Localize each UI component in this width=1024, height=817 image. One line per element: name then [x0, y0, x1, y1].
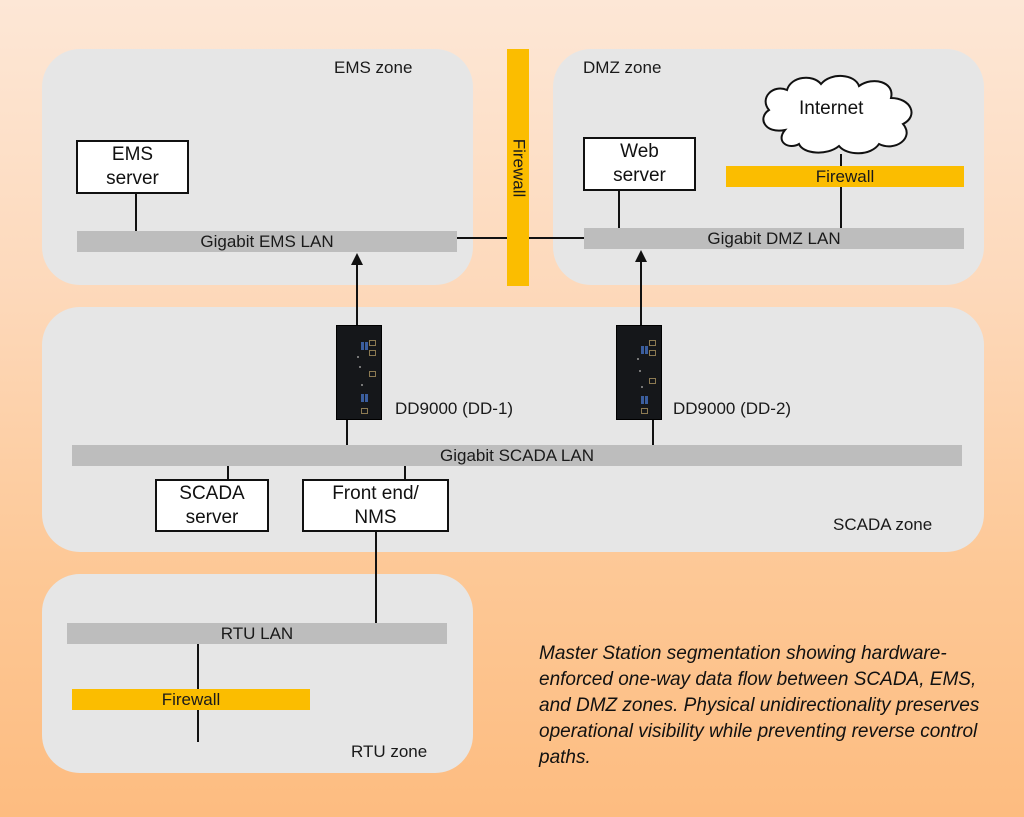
dd2-label: DD9000 (DD-2): [673, 399, 792, 418]
dd2-device-icon: [616, 325, 662, 420]
dd1-label: DD9000 (DD-1): [395, 399, 514, 418]
firewall-rtu: Firewall: [72, 689, 310, 710]
dd2-up-link: [640, 261, 642, 325]
arrow-up-icon: [635, 250, 647, 262]
rtu-firewall-link-bottom: [197, 710, 199, 742]
front-end-nms: Front end/ NMS: [302, 479, 449, 532]
firewall-dmz-internet: Firewall: [726, 166, 964, 187]
dmz-zone-label: DMZ zone: [583, 58, 662, 77]
firewall-dmz-internet-label: Firewall: [815, 166, 875, 186]
dd1-up-link: [356, 264, 358, 325]
dd2-scada-link: [652, 420, 654, 445]
internet-cloud-icon: [762, 75, 913, 155]
ems-server: EMS server: [76, 140, 189, 194]
rtu-zone-label: RTU zone: [351, 742, 428, 761]
front-end-rtu-link: [375, 532, 377, 623]
arrow-up-icon: [351, 253, 363, 265]
internet-label: Internet: [799, 98, 864, 119]
scada-zone-label: SCADA zone: [833, 515, 933, 534]
web-server: Web server: [583, 137, 696, 191]
ems-lan: Gigabit EMS LAN: [77, 231, 457, 252]
front-end-link: [404, 466, 406, 479]
ems-server-link: [135, 194, 137, 231]
rtu-lan: RTU LAN: [67, 623, 447, 644]
ems-zone-label: EMS zone: [334, 58, 413, 77]
dd1-device-icon: [336, 325, 382, 420]
internet-link: [840, 154, 842, 166]
firewall-ems-dmz-label: Firewall: [509, 138, 528, 197]
scada-server: SCADA server: [155, 479, 269, 532]
dmz-lan: Gigabit DMZ LAN: [584, 228, 964, 249]
firewall-dmz-link: [840, 187, 842, 228]
firewall-ems-dmz: Firewall: [507, 49, 529, 286]
rtu-zone: [42, 574, 473, 773]
firewall-rtu-label: Firewall: [161, 689, 221, 709]
web-server-link: [618, 191, 620, 228]
dd1-scada-link: [346, 420, 348, 445]
rtu-firewall-link-top: [197, 644, 199, 689]
diagram-caption: Master Station segmentation showing hard…: [539, 643, 980, 768]
scada-lan: Gigabit SCADA LAN: [72, 445, 962, 466]
scada-server-link: [227, 466, 229, 479]
